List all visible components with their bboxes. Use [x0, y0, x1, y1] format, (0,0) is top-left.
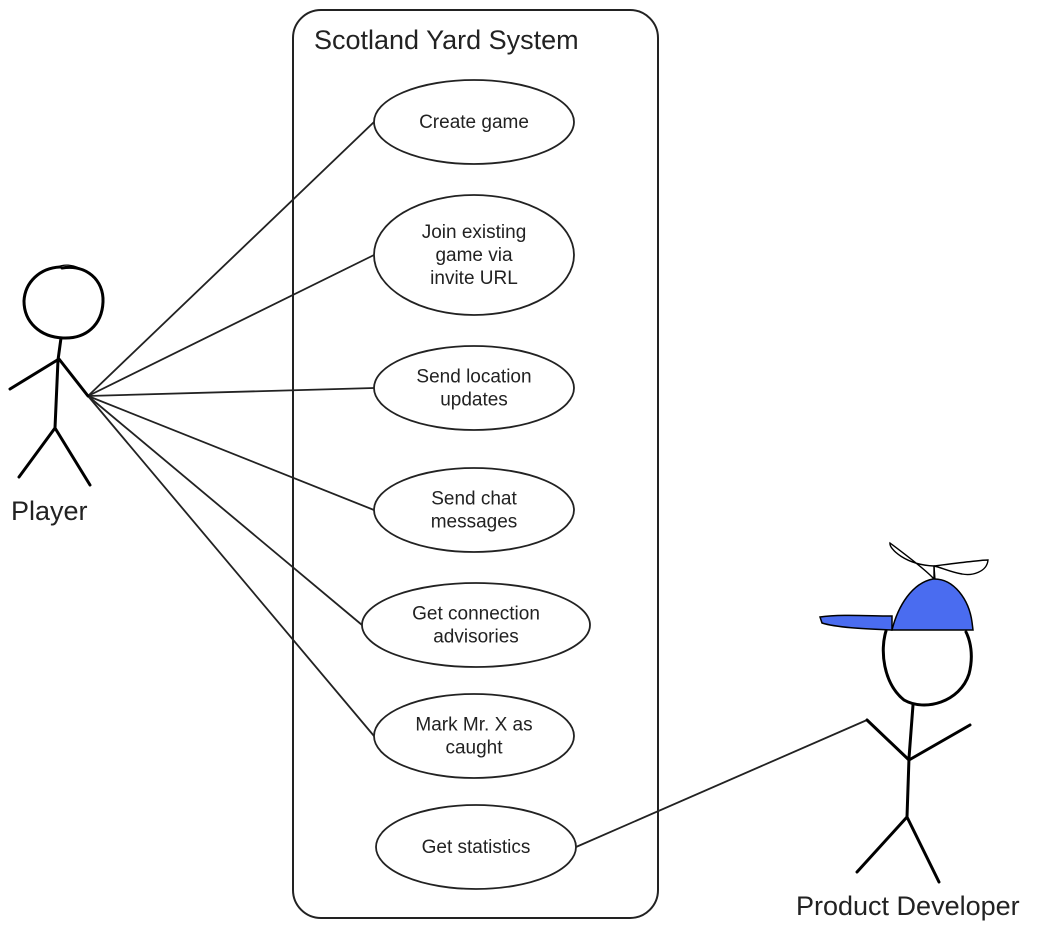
- actor-label-product-developer: Product Developer: [796, 891, 1020, 921]
- developer-arms: [865, 718, 972, 762]
- propeller-icon: [889, 541, 989, 581]
- association-player-get-connection-advisories: [87, 395, 363, 626]
- player-legs: [17, 426, 92, 487]
- cap-crown: [891, 578, 974, 631]
- player-body: [53, 336, 63, 430]
- propeller-stem: [933, 565, 936, 581]
- use-case-ellipse: [361, 582, 591, 668]
- association-lines: [87, 121, 868, 848]
- use-case-ellipse: [373, 194, 575, 316]
- player-arms: [8, 357, 90, 398]
- use-case-ellipse: [373, 345, 575, 431]
- association-player-join-existing-game: [87, 254, 375, 397]
- player-head: [22, 265, 105, 340]
- association-player-mark-mr-x-caught: [87, 395, 375, 737]
- propeller-blade-left: [889, 541, 935, 581]
- use-case-label: Create game: [419, 112, 529, 133]
- association-player-create-game: [87, 121, 375, 397]
- stick-figure-icon: [8, 264, 105, 487]
- association-player-send-location-updates: [87, 387, 375, 397]
- use-case-label: caught: [445, 738, 503, 759]
- use-case-label: Send chat: [431, 489, 517, 510]
- use-case-label: invite URL: [430, 268, 518, 289]
- use-case-ellipse: [373, 79, 575, 165]
- use-case-label: updates: [440, 390, 508, 411]
- use-case-label: Get connection: [412, 604, 540, 625]
- association-player-send-chat-messages: [87, 395, 375, 511]
- use-case-get-statistics: Get statistics: [375, 804, 577, 890]
- use-case-label: Join existing: [422, 222, 527, 243]
- cap-brim: [819, 614, 893, 631]
- system-title: Scotland Yard System: [314, 25, 579, 55]
- use-case-label: Mark Mr. X as: [415, 715, 532, 736]
- actor-player: Player: [8, 264, 105, 526]
- developer-head: [881, 629, 973, 707]
- use-case-label: game via: [435, 245, 513, 266]
- association-developer-get-statistics: [575, 719, 868, 848]
- use-case-ellipse: [373, 693, 575, 779]
- actor-product-developer: Product Developer: [796, 541, 1020, 921]
- actor-label-player: Player: [11, 496, 88, 526]
- use-case-label: advisories: [433, 627, 519, 648]
- developer-legs: [855, 815, 941, 884]
- use-case-ellipse: [375, 804, 577, 890]
- stick-figure-icon: [855, 629, 973, 884]
- system-boundary-box: [292, 9, 659, 919]
- use-case-label: Get statistics: [422, 837, 531, 858]
- system-boundary: Scotland Yard System: [292, 9, 659, 919]
- use-case-label: Send location: [416, 367, 531, 388]
- cap-icon: [819, 578, 974, 631]
- use-case-ellipse: [373, 467, 575, 553]
- use-case-label: messages: [431, 512, 518, 533]
- player-head-sketch: [57, 264, 80, 269]
- use-case-create-game: Create game: [373, 79, 575, 165]
- propeller-blade-right: [933, 559, 989, 576]
